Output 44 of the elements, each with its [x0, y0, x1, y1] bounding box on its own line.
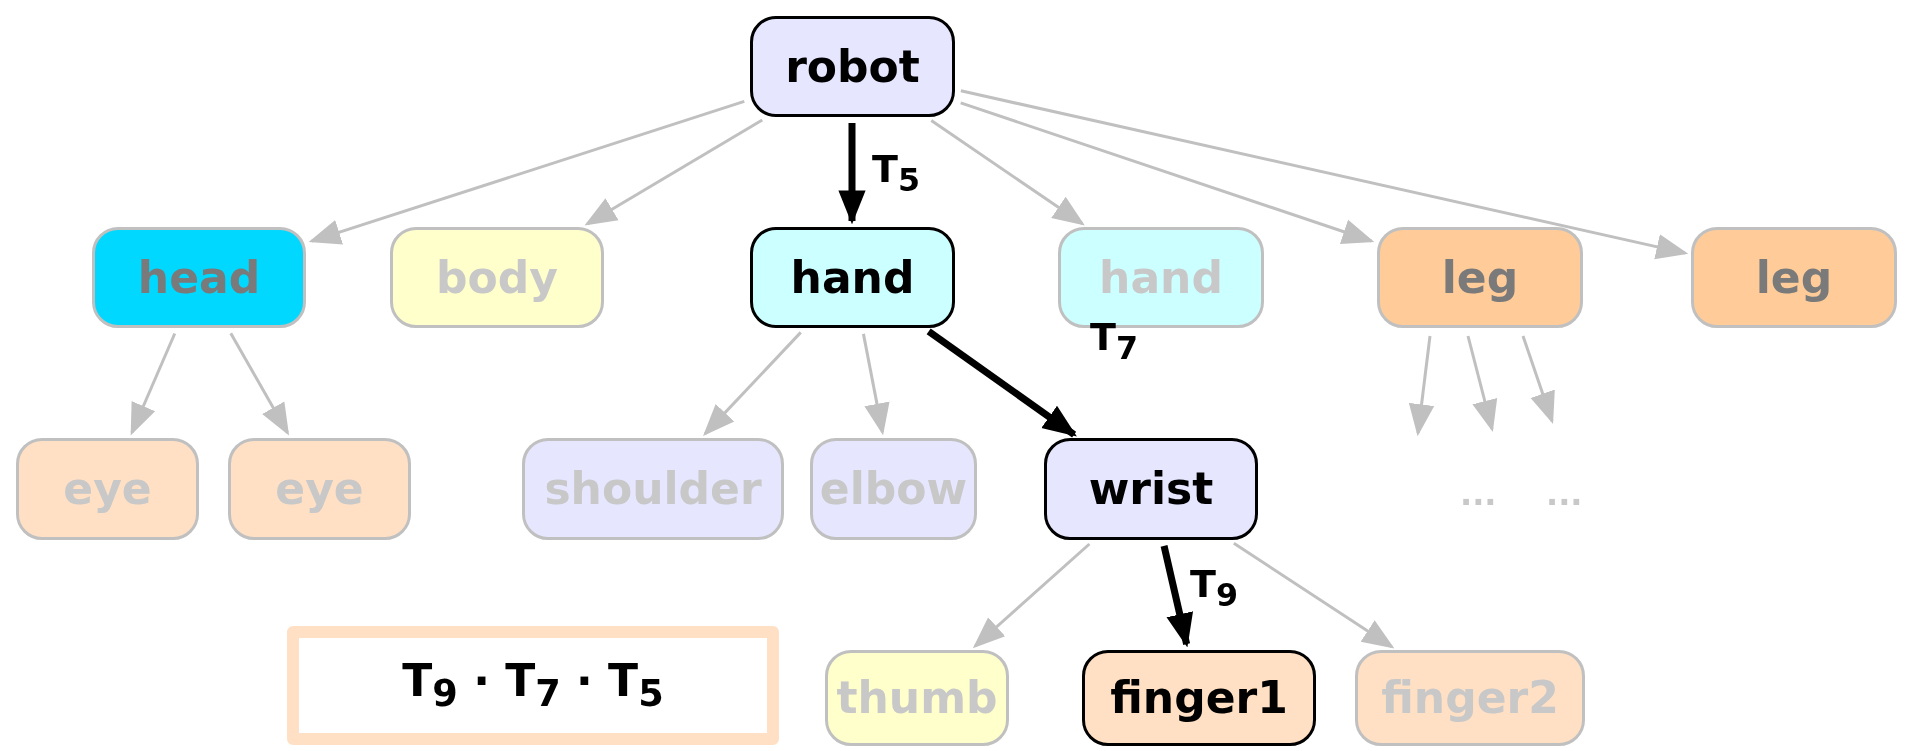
node-label: finger1 [1110, 676, 1288, 720]
tree-node-box [522, 438, 784, 540]
arrow [1466, 335, 1498, 433]
edge-label: T$_{5}$ [872, 150, 920, 197]
tree-node-box [1691, 227, 1897, 328]
arrow [308, 100, 745, 245]
arrow [1521, 335, 1555, 425]
arrow [960, 89, 1689, 260]
formula-box [287, 626, 779, 745]
tree-node-box [1044, 438, 1258, 540]
tree-node-box [1082, 650, 1316, 746]
formula-text: T$_{9}$ · T$_{7}$ · T$_{5}$ [402, 658, 664, 713]
arrow [584, 118, 764, 226]
tree-node-box [750, 16, 955, 117]
arrow [229, 332, 290, 436]
ellipsis-text: ... [1546, 478, 1583, 510]
arrow [861, 333, 890, 436]
node-label: leg [1755, 255, 1833, 300]
node-label: leg [1441, 255, 1519, 300]
tree-node-box [1355, 650, 1585, 746]
arrow [930, 119, 1085, 226]
node-label: wrist [1088, 467, 1214, 511]
arrow [130, 332, 177, 436]
ellipsis-text: ... [1460, 478, 1497, 510]
tree-node-box [1377, 227, 1583, 328]
tree-node-box [92, 227, 306, 328]
arrow [1408, 335, 1435, 437]
tree-node-box [228, 438, 411, 540]
node-label: head [137, 255, 261, 300]
arrow [703, 331, 802, 436]
arrow [1160, 545, 1194, 648]
arrow [926, 328, 1077, 438]
node-label: hand [790, 255, 915, 300]
edge-label: T$_{9}$ [1190, 565, 1238, 612]
tree-node-box [16, 438, 199, 540]
tree-node-box [750, 227, 955, 328]
node-label: robot [785, 44, 920, 89]
edge-label: T$_{7}$ [1090, 318, 1138, 365]
arrow [960, 101, 1375, 244]
arrow [1233, 542, 1395, 649]
tree-node-box [810, 438, 977, 540]
tree-node-box [825, 650, 1009, 746]
arrow [972, 542, 1091, 649]
tree-node-box [390, 227, 604, 328]
